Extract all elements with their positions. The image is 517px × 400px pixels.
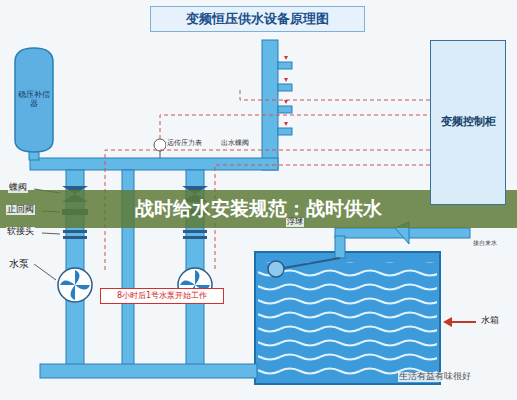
note-box: 8小时后1号水泵开始工作 xyxy=(100,288,224,304)
part-label: 远传压力表 xyxy=(166,140,203,148)
node-text: 变频控制柜 xyxy=(439,116,498,129)
part-label: 出水蝶阀 xyxy=(220,140,250,148)
pressure-tank: 稳压补偿器 xyxy=(16,74,52,124)
title-box: 变频恒压供水设备原理图 xyxy=(150,6,365,32)
node-text: 8小时后1号水泵开始工作 xyxy=(115,291,209,300)
part-label: 软接头 xyxy=(6,227,35,237)
part-label: 止回阀 xyxy=(6,205,35,215)
watermark: 生活有益有味很好 xyxy=(398,372,472,382)
part-label: 水泵 xyxy=(8,258,30,269)
node-text: 战时给水安装规范：战时供水 xyxy=(133,198,384,220)
part-label: 浮球 xyxy=(286,218,304,227)
part-label: 蝶阀 xyxy=(8,183,28,193)
control-cabinet: 变频控制柜 xyxy=(430,40,506,205)
part-label: 水箱 xyxy=(480,316,500,326)
part-label: 接自来水 xyxy=(472,240,498,247)
node-text: 稳压补偿器 xyxy=(16,90,52,108)
node-text: 变频恒压供水设备原理图 xyxy=(184,12,331,27)
